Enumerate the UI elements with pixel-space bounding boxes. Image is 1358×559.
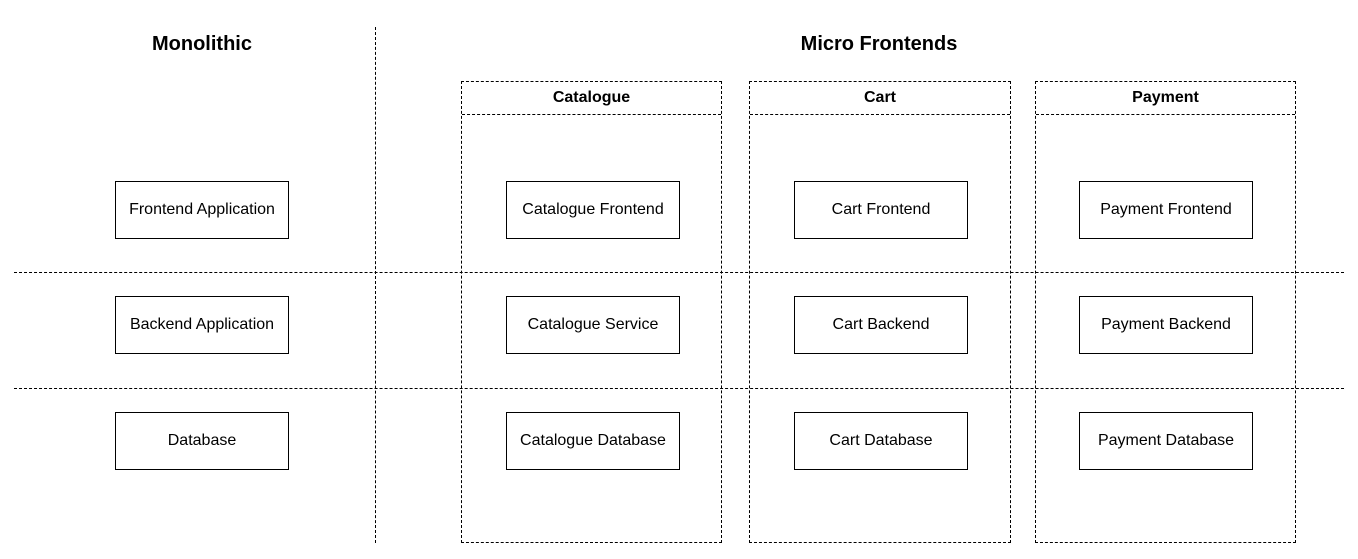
catalogue-frontend-box: Catalogue Frontend bbox=[506, 181, 680, 239]
payment-backend-box: Payment Backend bbox=[1079, 296, 1253, 354]
cart-database-box: Cart Database bbox=[794, 412, 968, 470]
monolithic-frontend-box: Frontend Application bbox=[115, 181, 289, 239]
group-cart-title: Cart bbox=[750, 82, 1010, 115]
group-cart: Cart bbox=[749, 81, 1011, 543]
monolithic-title: Monolithic bbox=[152, 33, 252, 55]
monolithic-database-box: Database bbox=[115, 412, 289, 470]
group-payment-title: Payment bbox=[1036, 82, 1295, 115]
layer-divider-frontend-backend bbox=[14, 272, 1344, 273]
layer-divider-backend-database bbox=[14, 388, 1344, 389]
group-catalogue-title: Catalogue bbox=[462, 82, 721, 115]
cart-frontend-box: Cart Frontend bbox=[794, 181, 968, 239]
catalogue-database-box: Catalogue Database bbox=[506, 412, 680, 470]
section-divider bbox=[375, 27, 376, 543]
payment-database-box: Payment Database bbox=[1079, 412, 1253, 470]
micro-frontends-title: Micro Frontends bbox=[800, 33, 958, 55]
group-payment: Payment bbox=[1035, 81, 1296, 543]
cart-backend-box: Cart Backend bbox=[794, 296, 968, 354]
payment-frontend-box: Payment Frontend bbox=[1079, 181, 1253, 239]
monolithic-backend-box: Backend Application bbox=[115, 296, 289, 354]
group-catalogue: Catalogue bbox=[461, 81, 722, 543]
catalogue-service-box: Catalogue Service bbox=[506, 296, 680, 354]
